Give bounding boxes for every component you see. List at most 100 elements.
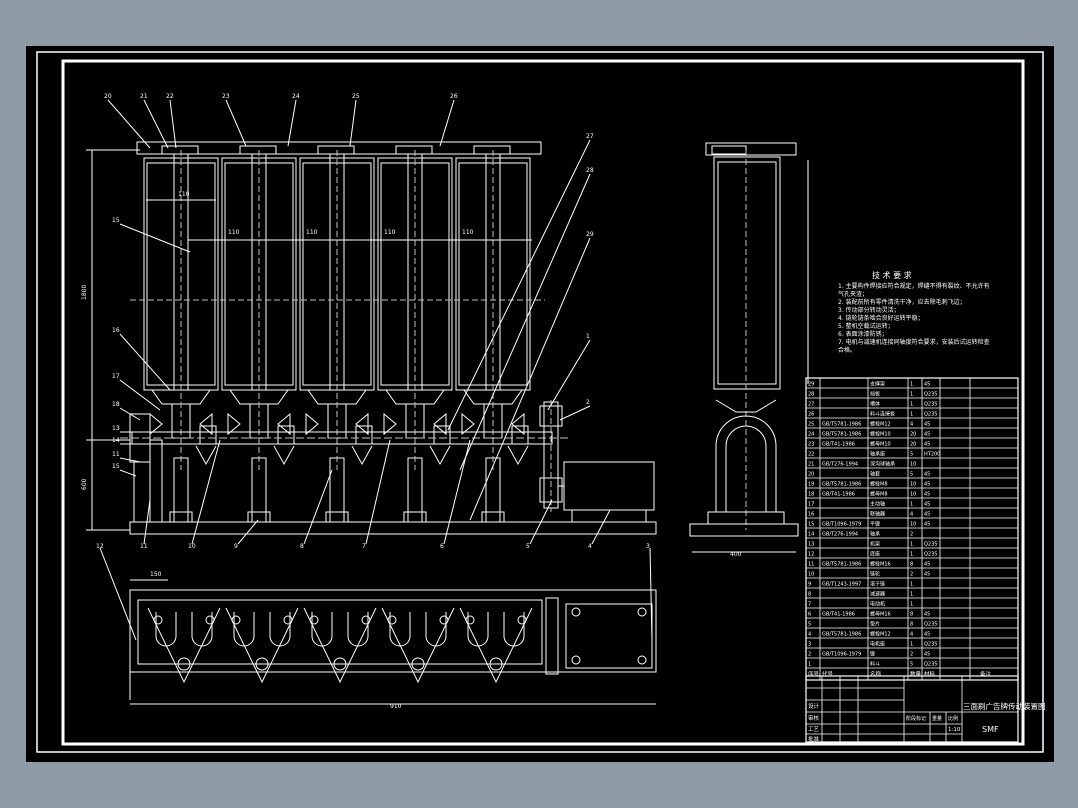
bom-cell: 深沟球轴承 <box>870 461 895 468</box>
bom-cell: GB/T276-1994 <box>822 462 858 468</box>
bom-cell: 料斗连接板 <box>870 411 895 418</box>
bom-cell: 主动轴 <box>870 501 885 508</box>
leader-line <box>107 99 151 149</box>
leader-line <box>191 439 221 545</box>
bom-cell: 5 <box>910 452 913 458</box>
bom-cell: GB/T5781-1986 <box>822 482 861 488</box>
bom-cell: 11 <box>808 562 814 568</box>
bom-cell: GB/T41-1986 <box>822 612 855 618</box>
plan-u-loop <box>269 612 291 647</box>
leader-label-right: 28 <box>586 167 594 174</box>
leader-line <box>119 469 137 477</box>
bom-cell: 垫片 <box>870 621 880 628</box>
leader-line <box>143 99 169 149</box>
bom-cell: 45 <box>924 562 930 568</box>
tech-line: 气孔夹渣； <box>838 290 868 298</box>
bom-cell: 7 <box>808 602 811 608</box>
plan-u-loop <box>191 612 213 647</box>
plan-u-loop <box>233 612 255 647</box>
bom-cell: 5 <box>910 662 913 668</box>
leader-line <box>469 237 591 521</box>
plan-v-guide <box>459 607 533 684</box>
leader-label-left: 15 <box>112 463 120 470</box>
bom-cell: 1 <box>910 382 913 388</box>
leader-label-left: 17 <box>112 373 120 380</box>
dimension-pitch: 110 <box>178 191 190 198</box>
leader-line <box>303 469 333 545</box>
leader-line <box>649 547 653 641</box>
leader-line <box>459 173 591 471</box>
plan-pin <box>387 615 397 625</box>
plan-u-loop <box>503 612 525 647</box>
bom-cell: 轴承 <box>870 531 880 538</box>
plan-v-guide <box>381 607 455 684</box>
bom-cell: Q235 <box>924 552 937 558</box>
leader-label-top: 23 <box>222 93 230 100</box>
title-col-stage: 阶段标记 <box>906 715 926 722</box>
leader-label-bottom: 5 <box>526 543 530 550</box>
leader-label-top: 21 <box>140 93 148 100</box>
side-arch-inner <box>725 425 767 512</box>
leader-label-left: 18 <box>112 401 120 408</box>
inner-border <box>61 59 1025 746</box>
bom-cell: 螺母M16 <box>870 611 891 618</box>
bom-cell: GB/T1096-1979 <box>822 652 861 658</box>
bom-cell: 8 <box>910 562 913 568</box>
leader-label-bottom: 10 <box>188 543 196 550</box>
beam-clamp <box>317 145 355 155</box>
bom-cell: Q235 <box>924 542 937 548</box>
gear-tooth <box>305 412 319 436</box>
leader-label-left: 13 <box>112 425 120 432</box>
plan-u-loop <box>389 612 411 647</box>
bom-cell: 2 <box>808 652 811 658</box>
bom-cell: 10 <box>910 482 916 488</box>
bom-cell: 挡板 <box>870 391 880 398</box>
bom-cell: 机架 <box>870 541 880 548</box>
plan-pin <box>205 615 215 625</box>
bom-cell: 3 <box>808 642 811 648</box>
bom-cell: 45 <box>924 612 930 618</box>
leader-label-bottom: 9 <box>234 543 238 550</box>
bom-cell: 1 <box>808 662 811 668</box>
title-col-scale: 比例 <box>948 715 958 722</box>
leader-line <box>237 519 259 545</box>
bom-cell: 1 <box>910 552 913 558</box>
bom-header-cell: 材料 <box>924 670 936 678</box>
leader-line <box>591 509 611 545</box>
bom-cell: 28 <box>808 392 814 398</box>
plan-bolt <box>637 607 647 617</box>
plan-inner <box>137 599 543 665</box>
plan-roller <box>177 657 191 671</box>
side-hopper-inner <box>717 161 777 385</box>
dimension-width-bottom: 910 <box>390 703 402 710</box>
title-label-approve: 批准 <box>808 735 820 743</box>
bom-cell: 20 <box>808 472 814 478</box>
leader-label-right: 1 <box>586 333 590 340</box>
front-view <box>86 99 657 545</box>
bom-cell: 5 <box>808 622 811 628</box>
bom-cell: 18 <box>808 492 814 498</box>
bom-cell: 23 <box>808 442 814 448</box>
bom-cell: 螺栓M16 <box>870 561 891 568</box>
tech-line: 6. 表面涂漆防锈； <box>838 330 888 338</box>
plan-pin <box>439 615 449 625</box>
bom-cell: 螺母M8 <box>870 491 888 498</box>
leader-label-left: 16 <box>112 327 120 334</box>
tech-line: 2. 装配前所有零件清洗干净，应去除毛刺飞边； <box>838 298 966 306</box>
plan-bolt <box>637 655 647 665</box>
dimension-plan-offset: 150 <box>150 571 162 578</box>
bom-cell: 1 <box>910 602 913 608</box>
plan-pin <box>231 615 241 625</box>
bom-cell: 45 <box>924 492 930 498</box>
bom-cell: 26 <box>808 412 814 418</box>
bom-cell: 平键 <box>870 521 880 528</box>
bom-cell: GB/T1243-1997 <box>822 582 861 588</box>
dimension-height-left: 1800 <box>81 285 88 300</box>
plan-sprocket <box>545 597 559 675</box>
dimension-height-lower: 600 <box>81 478 88 490</box>
leader-line <box>365 439 391 545</box>
dimension-pitch: 110 <box>384 229 396 236</box>
leader-label-top: 25 <box>352 93 360 100</box>
bom-cell: Q235 <box>924 392 937 398</box>
